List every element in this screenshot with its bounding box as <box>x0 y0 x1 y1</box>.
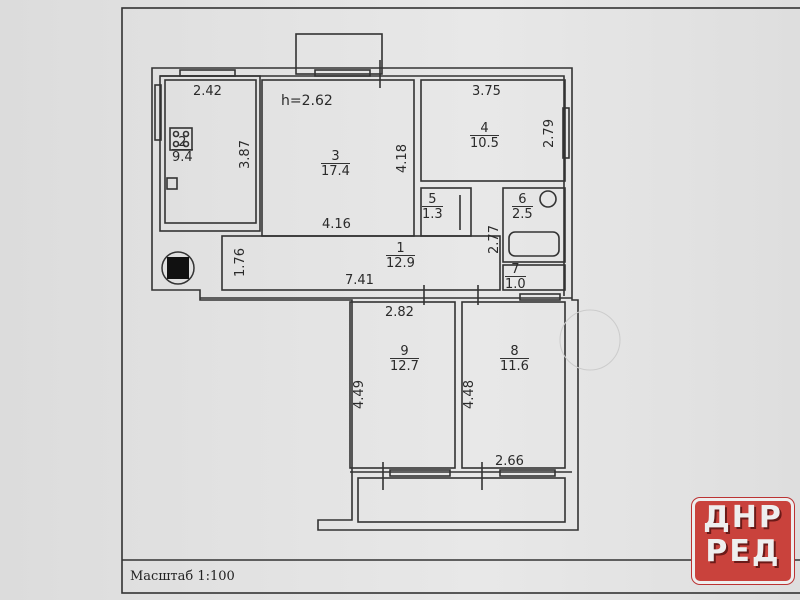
sheet-frame <box>121 7 800 594</box>
room-4 <box>420 79 566 182</box>
outer-wall <box>151 67 579 531</box>
bottom-balcony <box>357 477 566 523</box>
closet-shelf <box>519 293 561 301</box>
dim-bath-length: 2.77 <box>486 225 502 254</box>
room-9 <box>349 301 456 469</box>
room-7-toilet <box>502 264 566 291</box>
dim-room8-length: 4.48 <box>461 380 477 409</box>
ventilation-shaft <box>161 251 195 285</box>
dnr-red-logo: ДНР РЕД <box>692 498 794 584</box>
top-balcony <box>295 33 383 75</box>
room-1-hall <box>221 235 501 291</box>
dim-room4-length: 2.79 <box>541 119 557 148</box>
logo-line-1: ДНР <box>703 500 783 535</box>
dim-hall-length: 7.41 <box>345 273 374 288</box>
dim-kitchen-length: 3.87 <box>237 140 253 169</box>
dim-room3-length: 4.18 <box>394 144 410 173</box>
dim-room9-width: 2.82 <box>385 305 414 320</box>
water-heater <box>539 190 557 208</box>
scale-label: Масштаб 1:100 <box>130 569 235 584</box>
dim-room8-width: 2.66 <box>495 454 524 469</box>
room-6-bathroom <box>502 187 566 263</box>
ceiling-height: h=2.62 <box>281 93 333 109</box>
dim-room4-width: 3.75 <box>472 84 501 99</box>
dim-hall-width: 1.76 <box>232 248 248 277</box>
room-2-kitchen <box>164 79 257 224</box>
dim-kitchen-width: 2.42 <box>193 84 222 99</box>
dim-room3-width: 4.16 <box>322 217 351 232</box>
room-8 <box>461 301 566 469</box>
dim-room9-length: 4.49 <box>351 380 367 409</box>
stove <box>169 127 193 151</box>
bathtub <box>508 231 560 257</box>
sink <box>166 177 178 190</box>
logo-line-2: РЕД <box>705 534 781 569</box>
